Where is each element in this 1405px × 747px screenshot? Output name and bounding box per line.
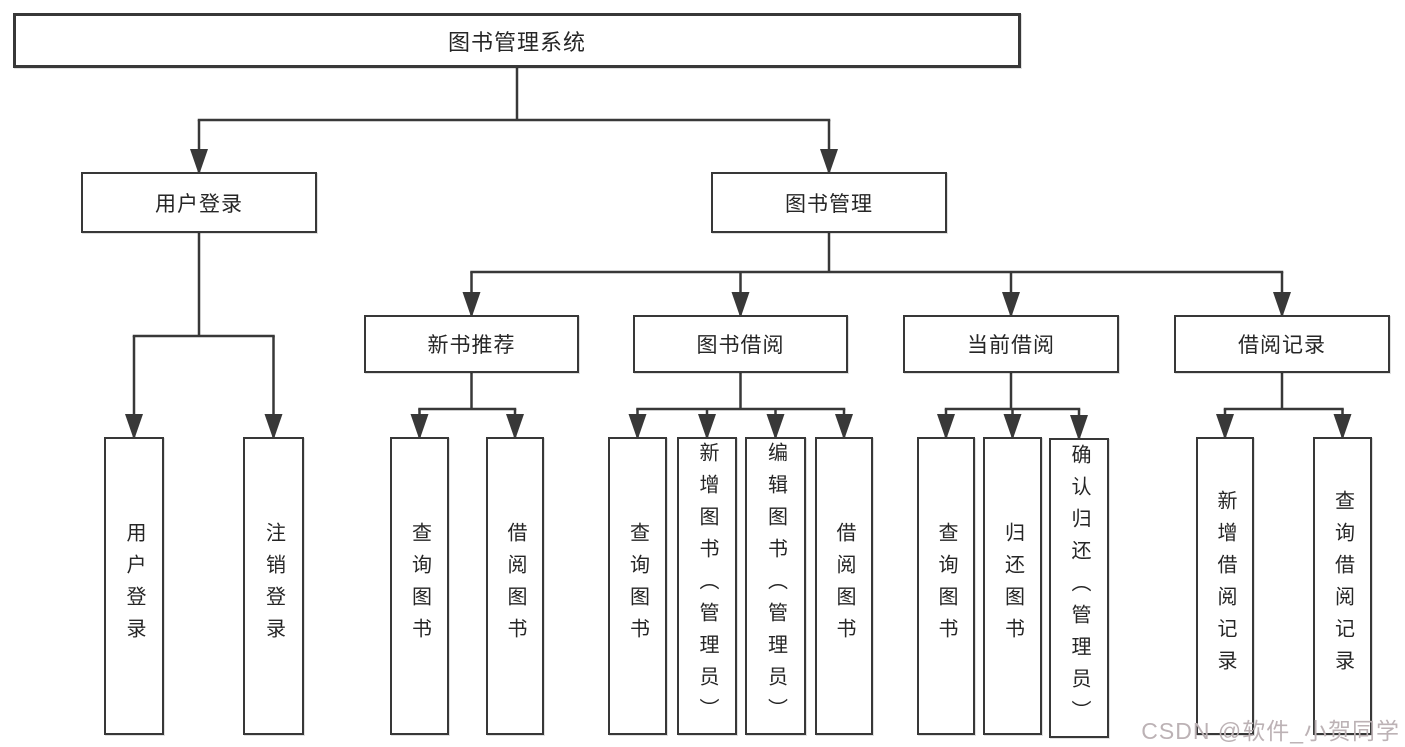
node-current-borrow: 当前借阅	[903, 315, 1119, 373]
node-br-add: 新增借阅记录	[1196, 437, 1254, 735]
node-bb-edit: 编辑图书（管理员）	[745, 437, 806, 735]
node-label: 查询图书	[935, 522, 957, 650]
node-nb-query: 查询图书	[390, 437, 449, 735]
node-label: 注销登录	[262, 522, 285, 650]
node-cb-query: 查询图书	[917, 437, 975, 735]
node-label: 图书借阅	[696, 334, 785, 357]
node-new-books: 新书推荐	[364, 315, 579, 373]
node-br-query: 查询借阅记录	[1313, 437, 1372, 735]
node-ul-login: 用户登录	[104, 437, 164, 735]
node-nb-borrow: 借阅图书	[486, 437, 544, 735]
node-label: 图书管理	[785, 192, 873, 216]
node-label: 归还图书	[1001, 522, 1024, 650]
node-cb-return: 归还图书	[983, 437, 1042, 735]
node-cb-confirm: 确认归还（管理员）	[1049, 438, 1109, 738]
node-label: 借阅图书	[833, 522, 855, 650]
node-label: 编辑图书（管理员）	[764, 442, 787, 730]
node-label: 查询图书	[408, 522, 431, 650]
node-label: 查询借阅记录	[1331, 490, 1354, 682]
node-label: 借阅图书	[504, 522, 526, 650]
node-book-mgmt: 图书管理	[711, 172, 947, 233]
node-label: 当前借阅	[967, 334, 1055, 357]
node-ul-logout: 注销登录	[243, 437, 304, 735]
node-label: 新增图书（管理员）	[696, 442, 718, 730]
node-bb-query: 查询图书	[608, 437, 667, 735]
node-borrow-records: 借阅记录	[1174, 315, 1390, 373]
node-label: 图书管理系统	[447, 29, 586, 55]
node-bb-borrow: 借阅图书	[815, 437, 873, 735]
node-user-login: 用户登录	[81, 172, 317, 233]
node-label: 用户登录	[123, 522, 145, 650]
node-label: 新书推荐	[427, 334, 516, 357]
node-label: 借阅记录	[1238, 334, 1326, 357]
node-bb-add: 新增图书（管理员）	[677, 437, 737, 735]
node-label: 确认归还（管理员）	[1068, 444, 1090, 732]
node-book-borrow: 图书借阅	[633, 315, 848, 373]
node-label: 用户登录	[155, 192, 243, 216]
node-label: 查询图书	[626, 522, 649, 650]
node-label: 新增借阅记录	[1214, 490, 1236, 682]
node-root: 图书管理系统	[13, 13, 1021, 68]
